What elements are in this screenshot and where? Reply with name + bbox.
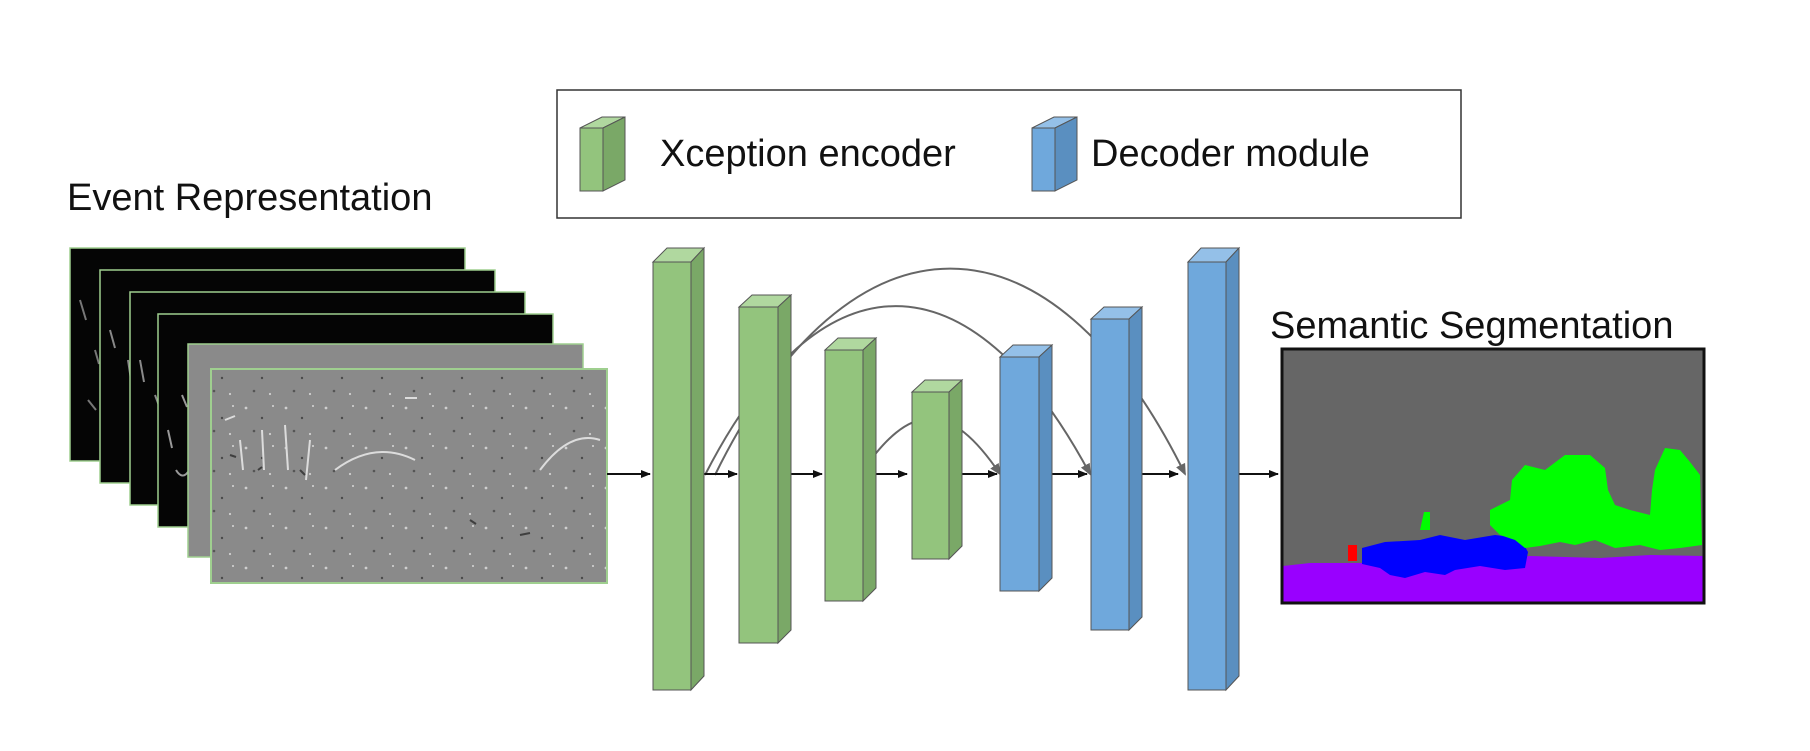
decoder-legend-label: Decoder module: [1091, 133, 1370, 175]
semantic-segmentation-title: Semantic Segmentation: [1270, 305, 1673, 347]
encoder-block: [910, 378, 964, 561]
event-frame-stack: [69, 247, 608, 584]
decoder-block: [1186, 246, 1241, 692]
segmentation-pedestrian: [1348, 545, 1357, 561]
encoder-block: [737, 293, 793, 645]
segmentation-map: [1280, 347, 1706, 605]
encoder-legend-label: Xception encoder: [660, 133, 956, 175]
encoder-block: [823, 336, 878, 603]
encoder-legend-swatch: [579, 116, 626, 192]
encoder-block: [651, 246, 706, 692]
decoder-block: [998, 343, 1054, 593]
legend: Xception encoder Decoder module: [556, 89, 1462, 219]
decoder-block: [1089, 305, 1144, 632]
event-frame-front: [210, 368, 608, 584]
event-representation-title: Event Representation: [67, 177, 432, 219]
segmentation-vegetation: [1490, 448, 1702, 550]
encoder-blocks: [651, 246, 964, 692]
decoder-blocks: [998, 246, 1241, 692]
segmentation-vegetation-small: [1420, 512, 1430, 530]
segmentation-frame: [1280, 347, 1706, 605]
legend-frame: [556, 89, 1462, 219]
segmentation-vehicles: [1362, 535, 1528, 578]
decoder-legend-swatch: [1031, 116, 1078, 192]
